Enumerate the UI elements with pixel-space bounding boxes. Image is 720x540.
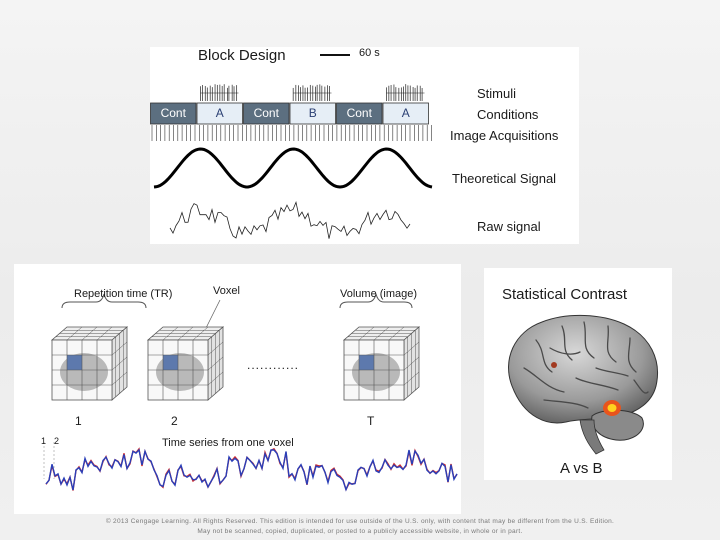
- block-design-graphic: [150, 54, 433, 239]
- activation-core: [607, 404, 617, 412]
- condition-label: A: [401, 106, 410, 120]
- condition-label: Cont: [346, 106, 372, 120]
- stimuli-row-label: Stimuli: [477, 86, 517, 101]
- time-series-blue: [45, 448, 458, 492]
- block-design-panel: Block Design 60 s Cont A Cont B Cont A Stimul…: [150, 47, 579, 244]
- condition-block: [336, 102, 383, 125]
- grid-line: [96, 326, 113, 341]
- axis-mark-label-2: 2: [54, 436, 60, 446]
- brain-stem: [579, 419, 605, 455]
- brain-cerebrum: [508, 315, 658, 424]
- fmri-graphic: [43, 293, 458, 492]
- fmri-time-series-panel: Repetition time (TR) Voxel Volume (image…: [14, 264, 461, 514]
- ellipsis: ............: [247, 358, 300, 372]
- condition-label: Cont: [253, 106, 279, 120]
- volume-label-1: 1: [75, 414, 82, 428]
- stat-contrast-caption: A vs B: [560, 460, 603, 477]
- grid-line: [207, 371, 224, 386]
- condition-label: Cont: [160, 106, 186, 120]
- raw-signal-label: Raw signal: [477, 219, 541, 234]
- acquisition-ticks: [151, 125, 432, 141]
- condition-block: [289, 102, 336, 125]
- brain-gyri: [523, 321, 649, 409]
- voxel-cube: [342, 326, 421, 401]
- volume-cubes: [50, 326, 421, 401]
- stat-contrast-title: Statistical Contrast: [502, 286, 628, 303]
- condition-block: [150, 102, 197, 125]
- voxel-label: Voxel: [213, 285, 240, 297]
- condition-block: [382, 102, 429, 125]
- brain-cerebellum: [591, 409, 644, 441]
- raw-signal-trace: [169, 200, 411, 239]
- grid-line: [388, 326, 405, 341]
- theoretical-signal-curve: [153, 147, 433, 189]
- theoretical-signal-label: Theoretical Signal: [452, 171, 557, 186]
- copyright-line-1: © 2013 Cengage Learning. All Rights Rese…: [105, 518, 615, 525]
- volume-label: Volume (image): [340, 288, 418, 300]
- acquisitions-row-label: Image Acquisitions: [450, 128, 559, 143]
- highlighted-voxel: [67, 355, 82, 370]
- voxel-cube: [146, 326, 225, 401]
- conditions-row-label: Conditions: [477, 107, 539, 122]
- grid-line: [111, 371, 128, 386]
- activation-spot: [551, 362, 557, 368]
- time-series-label: Time series from one voxel: [162, 437, 294, 449]
- brain-illustration: [508, 315, 658, 455]
- voxel-cube: [50, 326, 129, 401]
- block-design-title: Block Design: [198, 47, 286, 64]
- copyright-line-2: May not be scanned, copied, duplicated, …: [197, 528, 523, 535]
- tr-brace: [61, 293, 147, 309]
- volume-brace: [339, 293, 413, 309]
- volume-label-t: T: [367, 414, 375, 428]
- axis-mark-label-1: 1: [41, 436, 47, 446]
- scale-label: 60 s: [359, 47, 380, 59]
- volume-label-2: 2: [171, 414, 178, 428]
- condition-label: B: [308, 106, 317, 120]
- condition-label: A: [215, 106, 224, 120]
- condition-blocks: [150, 102, 429, 125]
- stimuli-ticks: [200, 84, 425, 101]
- time-series-red: [45, 447, 458, 492]
- grid-line: [403, 371, 420, 386]
- condition-block: [243, 102, 290, 125]
- grid-line: [192, 326, 209, 341]
- tr-label: Repetition time (TR): [74, 288, 173, 300]
- highlighted-voxel: [359, 355, 374, 370]
- statistical-contrast-panel: Statistical Contrast A vs B: [484, 268, 672, 480]
- condition-block: [196, 102, 243, 125]
- highlighted-voxel: [163, 355, 178, 370]
